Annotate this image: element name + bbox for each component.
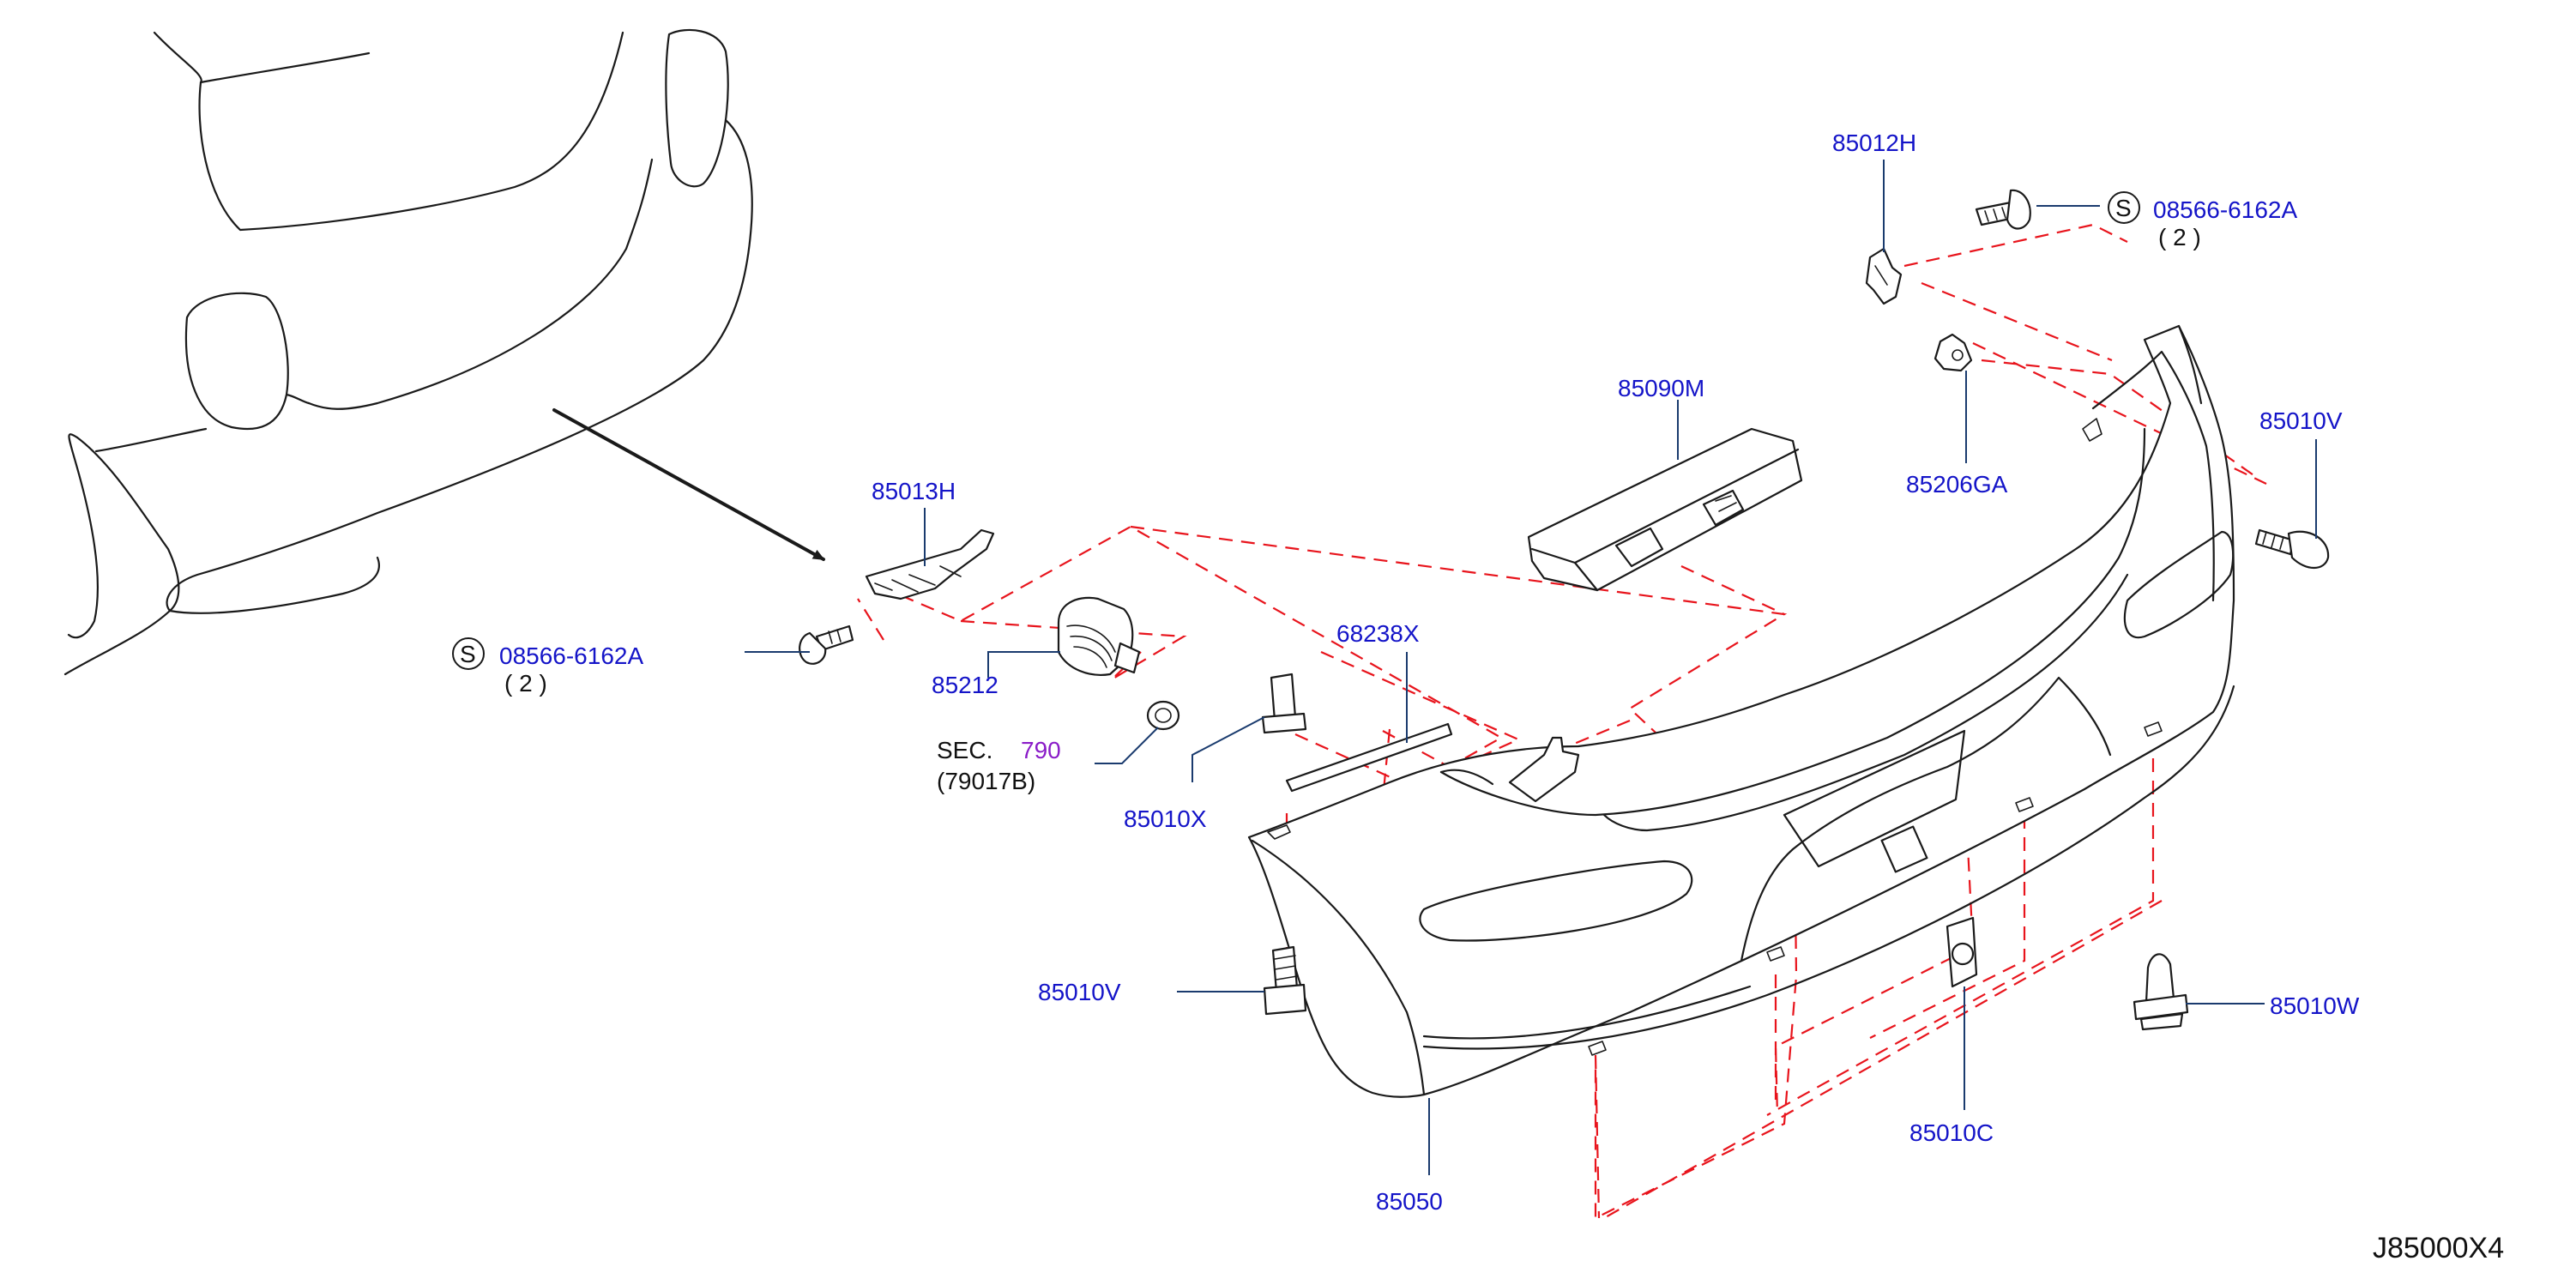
label-sec-prefix: SEC.	[937, 737, 992, 763]
rear-bumper-fascia	[1247, 324, 2235, 1098]
clip-85010X	[1261, 673, 1307, 734]
bracket-85013H	[865, 528, 995, 600]
s-symbol-left	[452, 637, 485, 670]
label-85010V-right: 85010V	[2259, 407, 2343, 434]
diagram-reference-code: J85000X4	[2373, 1232, 2504, 1264]
screw-left-08566-6162A	[799, 624, 854, 665]
label-85010X: 85010X	[1124, 805, 1207, 832]
bolt-85010V-left	[1263, 945, 1307, 1016]
label-85090M: 85090M	[1618, 375, 1704, 401]
label-85050: 85050	[1376, 1188, 1443, 1215]
label-68238X: 68238X	[1336, 620, 1420, 647]
leader-lines	[745, 160, 2317, 1175]
s-symbol-left-text: S	[460, 641, 476, 667]
bracket-85012H	[1865, 247, 1903, 305]
vehicle-rear-outline	[63, 28, 753, 676]
label-85013H: 85013H	[872, 478, 956, 504]
bolt-85010V-right	[2254, 528, 2330, 570]
clip-85010C	[1946, 916, 1978, 988]
label-85010V-left: 85010V	[1038, 979, 1121, 1005]
label-qty-top: ( 2 )	[2158, 224, 2201, 250]
label-85012H: 85012H	[1832, 130, 1916, 156]
s-symbol-top-text: S	[2115, 195, 2132, 221]
label-screw-top: 08566-6162A	[2153, 196, 2297, 223]
label-sec-sub: (79017B)	[937, 768, 1035, 794]
clip-85206GA	[1934, 333, 1973, 372]
screw-top-08566-6162A	[1975, 189, 2031, 230]
s-symbol-top	[2108, 191, 2140, 224]
strip-68238X	[1285, 722, 1453, 793]
label-85010C: 85010C	[1909, 1119, 1994, 1146]
label-qty-left: ( 2 )	[504, 670, 547, 697]
label-screw-left: 08566-6162A	[499, 643, 643, 669]
label-sec-number: 790	[1021, 737, 1061, 763]
label-85206GA: 85206GA	[1906, 471, 2008, 498]
pointer-arrow	[552, 408, 825, 561]
clip-85010W	[2133, 953, 2189, 1031]
label-85212: 85212	[932, 672, 998, 698]
sensor-85212	[1057, 596, 1141, 676]
grommet-790	[1146, 700, 1180, 731]
module-85090M	[1527, 427, 1803, 592]
label-85010W: 85010W	[2270, 992, 2360, 1019]
